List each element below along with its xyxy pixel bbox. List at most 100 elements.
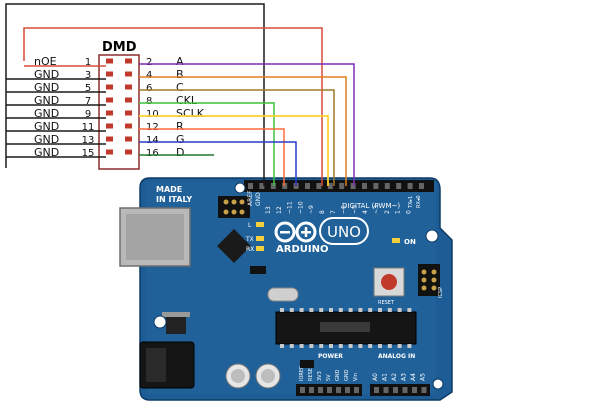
connector-pin-10 (125, 110, 132, 116)
chip-pin (368, 308, 373, 312)
right-pin-label: B (176, 68, 184, 81)
chip-pin (387, 308, 392, 312)
digital-pin-label: 2 (384, 210, 391, 214)
digital-hole (373, 183, 379, 189)
connector-pin-15 (106, 149, 113, 155)
wire-ckl (139, 102, 275, 186)
analog-pin-label: A5 (420, 373, 427, 381)
right-pin-label: A (176, 55, 184, 68)
right-pin-number: 14 (146, 135, 159, 146)
made-in-label-2: IN ITALY (156, 195, 192, 204)
voltage-regulator (166, 316, 186, 334)
gnd-top-label: GND (255, 192, 262, 206)
left-pin-label: GND (34, 133, 59, 146)
right-pin-number: 16 (146, 148, 159, 159)
power-hole (318, 387, 323, 393)
wire-b (139, 76, 347, 186)
analog-hole (421, 387, 427, 393)
connector-pin-12 (125, 123, 132, 129)
chip-pin (348, 344, 353, 348)
power-pin-label: IOREF (299, 366, 305, 381)
chip-pin (348, 308, 353, 312)
right-pin-label: C (176, 81, 184, 94)
wire-r (139, 128, 285, 186)
right-pin-label: SCLK (176, 107, 205, 120)
left-pin-number: 3 (85, 70, 91, 81)
left-pin-label: GND (34, 68, 59, 81)
wire-a (139, 63, 355, 186)
right-pin-number: 4 (146, 70, 152, 81)
power-pin-label: GND (335, 369, 341, 381)
model-label: UNO (327, 223, 361, 241)
chip-pin (319, 308, 324, 312)
atmega-chip-label-area (320, 322, 370, 332)
wire-g (139, 141, 297, 186)
digital-pin-label: ~10 (297, 201, 304, 214)
analog-hole (412, 387, 417, 393)
connector-pin-11 (106, 123, 113, 129)
analog-pin-label: A2 (391, 373, 398, 381)
left-pin-label: GND (34, 81, 59, 94)
digital-pin-label: ~3 (373, 205, 380, 214)
power-pin-label: GND (344, 369, 350, 381)
rx-label: RX (246, 246, 254, 253)
power-hole (336, 387, 341, 393)
power-hole (300, 387, 305, 393)
smd-led-tx (256, 236, 264, 241)
chip-pin (309, 308, 314, 312)
chip-pin (358, 308, 363, 312)
chip-pin (338, 308, 343, 312)
digital-pin-label: ~9 (308, 205, 315, 214)
digital-pin-label: 0 (405, 210, 412, 214)
connector-pin-13 (106, 136, 113, 142)
reset-button-cap (381, 274, 397, 290)
digital-pin-label: 4 (362, 210, 369, 214)
connector-pin-8 (125, 97, 132, 103)
digital-hole (248, 183, 253, 189)
chip-pin (309, 344, 314, 348)
power-jack-front (146, 348, 166, 382)
connector-pin-2 (125, 58, 132, 64)
connector-body (98, 54, 140, 170)
chip-pin (299, 308, 304, 312)
digital-pin-label: ~5 (351, 205, 358, 214)
on-label: ON (404, 238, 416, 246)
right-pin-number: 12 (146, 122, 159, 133)
crystal (267, 287, 299, 302)
left-pin-number: 7 (85, 96, 91, 107)
chip-pin (319, 344, 324, 348)
left-pin-label: GND (34, 94, 59, 107)
chip-pin (329, 344, 333, 348)
mounting-hole-1 (234, 182, 246, 194)
wires (5, 3, 355, 186)
chip-pin (329, 308, 333, 312)
left-pin-number: 11 (82, 122, 95, 133)
bottom-pin-holes (300, 387, 427, 393)
analog-hole (402, 387, 408, 393)
digital-hole (316, 183, 322, 189)
power-label: POWER (318, 353, 343, 360)
usb-interface-chip (217, 229, 251, 263)
icsp-header-right (418, 264, 440, 296)
digital-hole (396, 183, 402, 189)
analog-hole (383, 387, 389, 393)
digital-hole (259, 183, 265, 189)
wire-noe (23, 27, 323, 186)
left-pin-number: 5 (85, 83, 91, 94)
connector-pin-14 (125, 136, 132, 142)
connector-pin-3 (106, 71, 113, 77)
digital-hole (384, 183, 390, 189)
digital-hole (350, 183, 356, 189)
digital-hole (362, 183, 367, 189)
l-label: L (248, 222, 252, 229)
chip-pin (338, 344, 343, 348)
power-hole (327, 387, 332, 393)
right-pin-label: CKL (176, 94, 198, 107)
aref-label: AREF (247, 190, 254, 206)
